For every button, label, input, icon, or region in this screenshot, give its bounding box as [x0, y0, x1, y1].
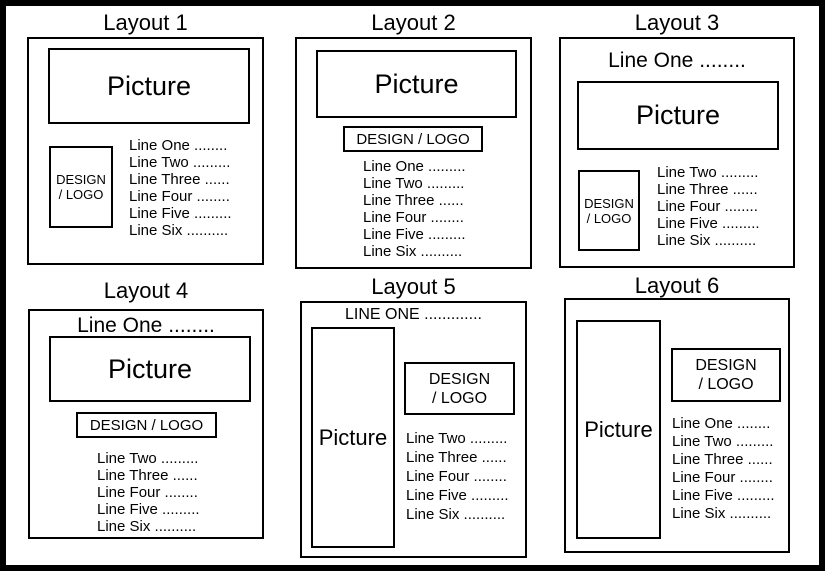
- picture-label: Picture: [107, 353, 193, 384]
- layout-2-option[interactable]: Layout 2 Picture DESIGN / LOGO Line One …: [295, 11, 532, 269]
- picture-placeholder: Picture: [577, 81, 779, 150]
- picture-placeholder: Picture: [576, 320, 661, 539]
- picture-placeholder: Picture: [316, 50, 517, 118]
- design-logo-placeholder: DESIGN / LOGO: [49, 146, 113, 228]
- design-logo-placeholder: DESIGN / LOGO: [343, 126, 483, 152]
- design-logo-label-line-2: / LOGO: [58, 187, 104, 202]
- text-line: Line Five .........: [672, 487, 775, 504]
- text-line: Line One ........: [672, 415, 771, 432]
- text-line: Line Four ........: [406, 468, 507, 485]
- picture-label: Picture: [635, 100, 721, 130]
- text-line: Line Four ........: [363, 209, 464, 226]
- text-line: Line Two .........: [129, 154, 231, 171]
- text-lines-list: Line One ......... Line Two ......... Li…: [363, 158, 466, 260]
- text-lines-list: Line One ........ Line Two ......... Lin…: [129, 137, 232, 239]
- text-line: Line Three ......: [129, 171, 230, 188]
- text-line: Line Four ........: [97, 484, 198, 501]
- layout-title: Layout 3: [634, 10, 720, 35]
- text-line: Line Six ..........: [97, 518, 197, 535]
- picture-placeholder: Picture: [48, 48, 250, 124]
- design-logo-placeholder: DESIGN / LOGO: [76, 412, 217, 438]
- text-line: Line Six ..........: [406, 506, 506, 523]
- layout-title: Layout 6: [634, 273, 720, 298]
- text-line: Line Three ......: [363, 192, 464, 209]
- text-line: Line Three ......: [406, 449, 507, 466]
- design-logo-label: DESIGN / LOGO: [89, 416, 204, 434]
- layout-title: Layout 2: [371, 10, 456, 35]
- layout-1-option[interactable]: Layout 1 Picture DESIGN / LOGO Line One …: [27, 11, 264, 265]
- picture-label: Picture: [318, 424, 388, 450]
- text-line: Line Five .........: [363, 226, 466, 243]
- text-line: Line Two .........: [406, 430, 508, 447]
- design-logo-label-line-1: DESIGN: [428, 370, 491, 388]
- text-line: Line Three ......: [97, 467, 198, 484]
- text-line: Line Five .........: [657, 215, 760, 232]
- line-one-heading: Line One ........: [608, 49, 746, 72]
- design-logo-label-line-2: / LOGO: [431, 389, 488, 407]
- text-line: Line Two .........: [363, 175, 465, 192]
- text-line: Line Two .........: [672, 433, 774, 450]
- picture-label: Picture: [374, 68, 459, 99]
- text-line: Line Six ..........: [672, 505, 772, 522]
- layout-title: Layout 4: [103, 278, 189, 303]
- text-line: Line Three ......: [672, 451, 773, 468]
- design-logo-label-line-2: / LOGO: [586, 210, 632, 226]
- text-lines-list: Line Two ......... Line Three ...... Lin…: [657, 164, 760, 249]
- text-line: Line Five .........: [406, 487, 509, 504]
- design-logo-label-line-1: DESIGN: [56, 172, 106, 187]
- layout-6-option[interactable]: Layout 6 Picture DESIGN / LOGO Line One …: [564, 274, 790, 553]
- design-logo-placeholder: DESIGN / LOGO: [671, 348, 781, 402]
- text-line: Line One ........: [129, 137, 228, 154]
- text-line: Line Two .........: [97, 450, 199, 467]
- layout-title: Layout 1: [103, 10, 188, 35]
- text-line: Line Four ........: [129, 188, 230, 205]
- picture-placeholder: Picture: [49, 336, 251, 402]
- text-line: Line One .........: [363, 158, 466, 175]
- line-one-heading: LINE ONE .............: [345, 306, 482, 323]
- design-logo-label-line-1: DESIGN: [584, 195, 634, 211]
- picture-label: Picture: [106, 70, 192, 101]
- design-logo-label-line-2: / LOGO: [698, 376, 754, 393]
- text-lines-list: Line Two ......... Line Three ...... Lin…: [97, 450, 200, 535]
- design-logo-placeholder: DESIGN / LOGO: [578, 170, 640, 251]
- text-lines-list: Line Two ......... Line Three ...... Lin…: [406, 429, 509, 524]
- layout-title: Layout 5: [371, 274, 456, 299]
- layout-5-option[interactable]: Layout 5 LINE ONE ............. Picture …: [300, 275, 527, 558]
- layout-4-option[interactable]: Layout 4 Line One ........ Picture DESIG…: [28, 279, 264, 539]
- text-line: Line Three ......: [657, 181, 758, 198]
- text-line: Line Five .........: [129, 205, 232, 222]
- text-line: Line Five .........: [97, 501, 200, 518]
- text-line: Line Six ..........: [657, 232, 757, 249]
- layout-3-option[interactable]: Layout 3 Line One ........ Picture DESIG…: [559, 11, 795, 268]
- design-logo-label-line-1: DESIGN: [695, 357, 757, 374]
- text-line: Line Six ..........: [363, 243, 463, 260]
- design-logo-placeholder: DESIGN / LOGO: [404, 362, 515, 415]
- line-one-heading: Line One ........: [77, 314, 215, 337]
- picture-placeholder: Picture: [311, 327, 395, 548]
- text-line: Line Four ........: [657, 198, 758, 215]
- text-line: Line Four ........: [672, 469, 773, 486]
- text-line: Line Six ..........: [129, 222, 229, 239]
- picture-label: Picture: [584, 416, 653, 442]
- design-logo-label: DESIGN / LOGO: [356, 130, 470, 148]
- text-line: Line Two .........: [657, 164, 759, 181]
- text-lines-list: Line One ........ Line Two ......... Lin…: [672, 415, 775, 523]
